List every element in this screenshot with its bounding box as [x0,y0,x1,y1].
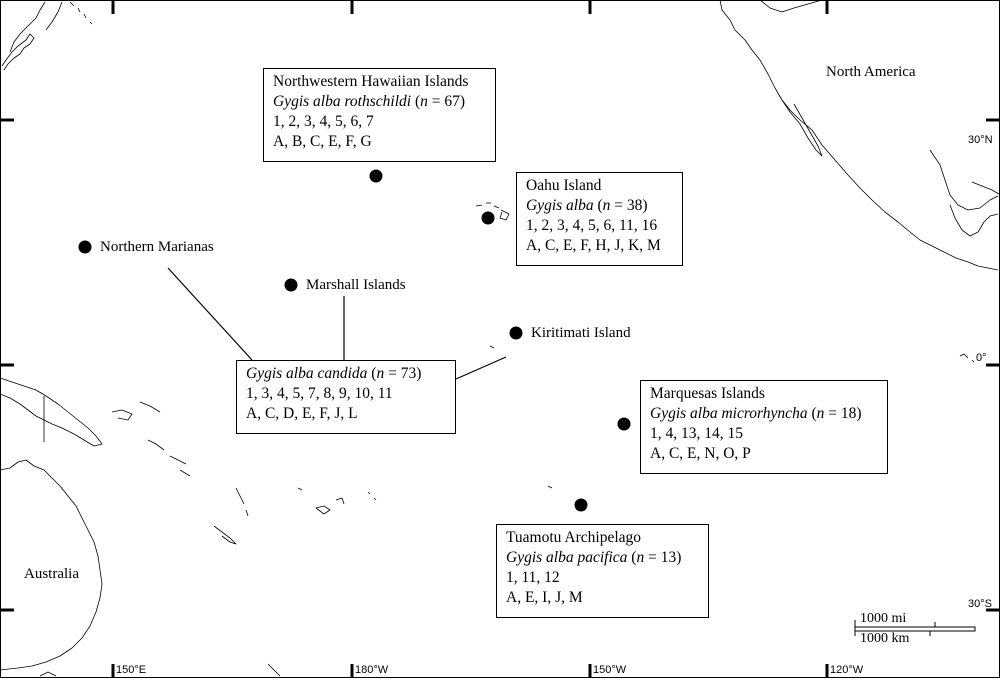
box-marquesas-n-value: = 18) [824,405,862,422]
scale-label-km: 1000 km [860,631,910,646]
box-oahu-n-label: n [602,197,611,214]
leader-kiritimati [455,356,507,380]
box-marquesas-line2: A, C, E, N, O, P [650,445,751,462]
box-candida-taxon: Gygis alba candida [246,365,368,382]
box-oahu-n-value: = 38) [610,197,648,214]
tick-label-0: 0° [976,352,987,364]
marker-marshall [284,278,298,292]
coast-tasmania [39,671,57,677]
box-oahu-n-open: ( [593,197,603,214]
box-tuamotu-line1: 1, 11, 12 [506,569,560,586]
box-oahu: Oahu Island Gygis alba (n = 38) 1, 2, 3,… [516,172,683,266]
box-tuamotu-taxon-line: Gygis alba pacifica (n = 13) [506,548,700,568]
tick-label-30n: 30°N [968,134,993,146]
coast-islets [297,345,975,501]
box-candida-line2: A, C, D, E, F, J, L [246,405,358,422]
box-marquesas-line1: 1, 4, 13, 14, 15 [650,425,743,442]
label-marshall-islands: Marshall Islands [306,277,406,293]
box-nw-hawaiian: Northwestern Hawaiian Islands Gygis alba… [263,68,496,162]
box-nw-hawaiian-taxon-line: Gygis alba rothschildi (n = 67) [273,92,487,112]
box-tuamotu-line2: A, E, I, J, M [506,589,583,606]
box-marquesas-taxon-line: Gygis alba microrhyncha (n = 18) [650,404,879,424]
label-northern-marianas: Northern Marianas [100,239,214,255]
leader-marianas [167,267,253,361]
scale-label-miles: 1000 mi [860,611,907,626]
coast-japan-main [1,33,35,71]
label-kiritimati-island: Kiritimati Island [531,325,631,341]
box-oahu-line1: 1, 2, 3, 4, 5, 6, 11, 16 [526,217,658,234]
box-tuamotu-title: Tuamotu Archipelago [506,529,642,546]
box-nw-hawaiian-line2: A, B, C, E, F, G [273,133,372,150]
coast-hawaii [475,202,510,221]
box-nw-hawaiian-taxon: Gygis alba rothschildi [273,93,412,110]
coast-vanuatu [235,487,249,517]
box-candida-n-value: = 73) [384,365,422,382]
coast-new-britain [111,401,161,421]
location-markers [78,169,631,512]
box-marquesas-n-open: ( [807,405,817,422]
coast-cuba [971,181,1000,195]
box-tuamotu-n-label: n [636,549,645,566]
marker-northern-marianas [78,240,92,254]
box-marquesas: Marquesas Islands Gygis alba microrhynch… [640,380,888,474]
box-nw-hawaiian-title: Northwestern Hawaiian Islands [273,73,469,90]
box-oahu-taxon: Gygis alba [526,197,594,214]
coast-new-zealand [267,663,281,677]
coast-solomons [147,439,191,477]
box-marquesas-taxon: Gygis alba microrhyncha [650,405,808,422]
coast-new-caledonia [213,525,237,545]
box-tuamotu-n-value: = 13) [644,549,682,566]
label-australia: Australia [24,566,79,582]
tick-label-30s: 30°S [968,598,992,610]
coast-japan-north [9,1,63,53]
box-nw-hawaiian-line1: 1, 2, 3, 4, 5, 6, 7 [273,113,374,130]
box-oahu-title: Oahu Island [526,177,602,194]
box-tuamotu-n-open: ( [627,549,637,566]
marker-nw-hawaiian [369,169,383,183]
coast-north-america [719,0,999,271]
coast-na-north [759,0,823,13]
tick-label-180w: 180°W [355,664,389,676]
coast-fiji [315,497,345,515]
box-candida-taxon-line: Gygis alba candida (n = 73) [246,364,447,384]
coast-kuril [69,1,93,25]
box-candida-n-label: n [376,365,385,382]
marker-marquesas [617,417,631,431]
coast-yucatan [949,204,999,237]
label-north-america: North America [826,64,916,80]
box-nw-hawaiian-n-open: ( [411,93,421,110]
coast-gulf [929,149,999,211]
box-marquesas-n-label: n [816,405,825,422]
box-candida-line1: 1, 3, 4, 5, 7, 8, 9, 10, 11 [246,385,393,402]
coast-new-guinea [0,377,103,447]
tick-label-150e: 150°E [116,664,147,676]
leader-lines [167,267,507,380]
box-tuamotu: Tuamotu Archipelago Gygis alba pacifica … [496,524,709,618]
marker-oahu [481,211,495,225]
box-tuamotu-taxon: Gygis alba pacifica [506,549,628,566]
marker-kiritimati [509,326,523,340]
box-oahu-taxon-line: Gygis alba (n = 38) [526,196,674,216]
box-oahu-line2: A, C, E, F, H, J, K, M [526,237,661,254]
coast-baja [781,99,823,157]
marker-tuamotu [574,498,588,512]
box-candida: Gygis alba candida (n = 73) 1, 3, 4, 5, … [236,360,456,434]
tick-label-150w: 150°W [593,664,627,676]
box-nw-hawaiian-n-label: n [420,93,428,110]
box-nw-hawaiian-n-value: = 67) [427,93,466,110]
coast-australia [0,459,103,671]
box-marquesas-title: Marquesas Islands [650,385,765,402]
box-candida-n-open: ( [367,365,377,382]
tick-label-120w: 120°W [830,664,864,676]
scale-bar-graphic [854,620,976,636]
